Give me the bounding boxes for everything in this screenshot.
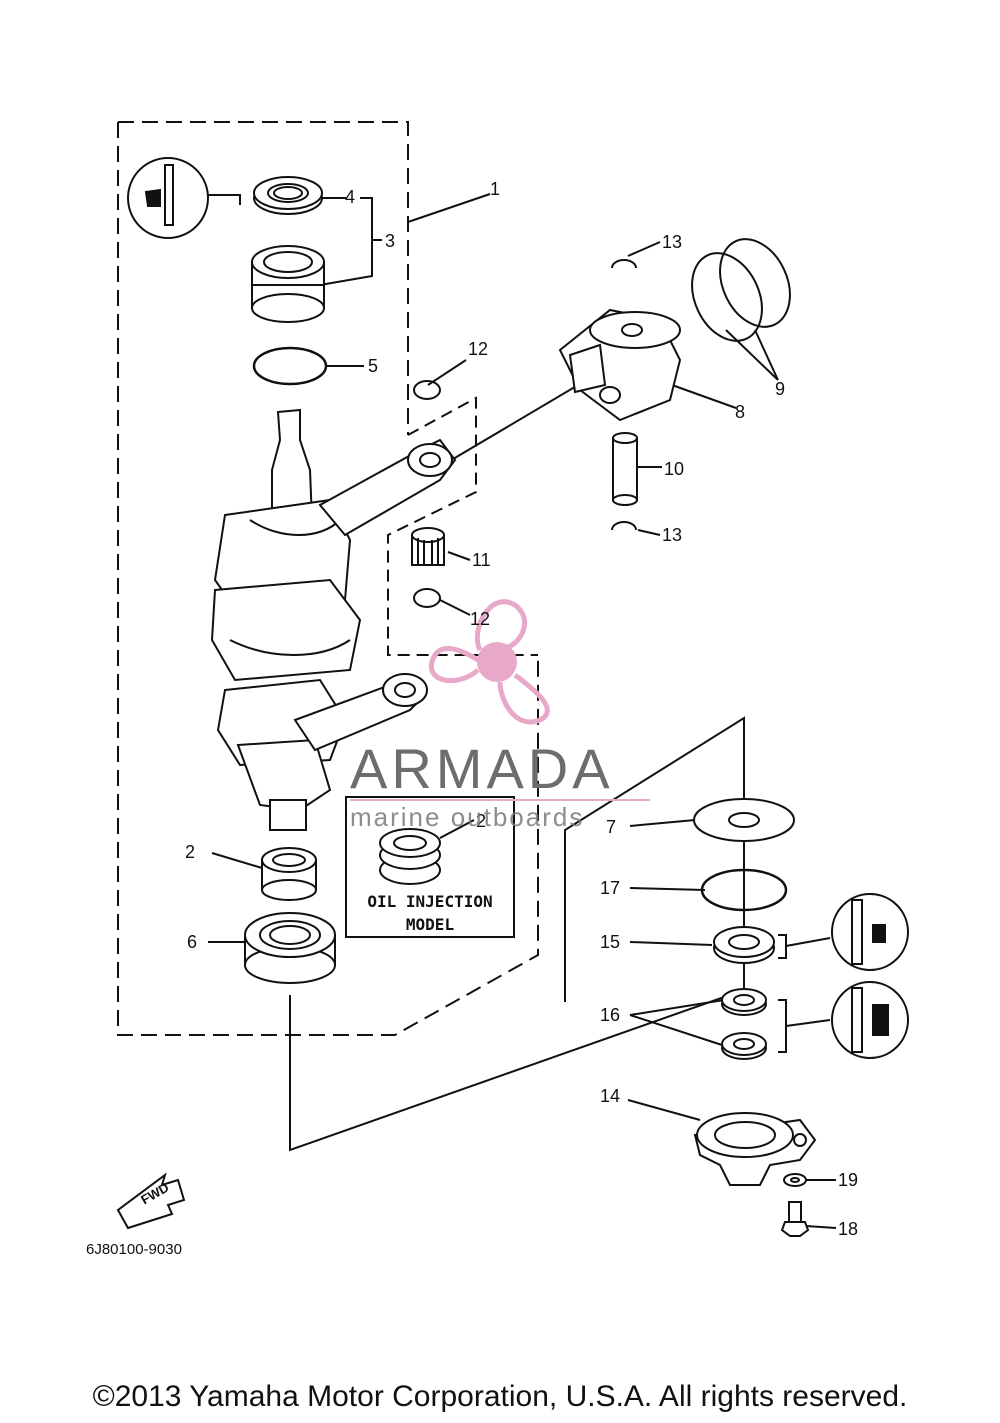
oil-injection-line2: MODEL bbox=[405, 915, 455, 934]
piston-8 bbox=[558, 308, 682, 422]
circlip-13b bbox=[611, 521, 637, 531]
oil-seals-16 bbox=[721, 988, 767, 1060]
callout-12-bottom: 12 bbox=[470, 609, 491, 629]
assembly-dashed-outline bbox=[117, 121, 539, 1036]
connecting-rod bbox=[293, 438, 457, 752]
sealant-detail-circle-16 bbox=[831, 981, 909, 1059]
needle-bearing-11 bbox=[411, 527, 445, 566]
o-ring-17 bbox=[700, 868, 788, 912]
oil-seal-2-injection bbox=[379, 828, 441, 885]
circlip-13a bbox=[611, 259, 637, 269]
washer-19 bbox=[783, 1173, 807, 1187]
callout-7: 7 bbox=[606, 817, 617, 837]
piston-rings-9 bbox=[691, 238, 791, 342]
callout-9: 9 bbox=[775, 379, 786, 399]
callout-17: 17 bbox=[600, 878, 621, 898]
thrust-washer-12a bbox=[413, 380, 441, 400]
copyright-notice: ©2013 Yamaha Motor Corporation, U.S.A. A… bbox=[92, 1380, 908, 1413]
callout-10: 10 bbox=[664, 459, 685, 479]
callout-4: 4 bbox=[345, 187, 356, 207]
oil-injection-line1: OIL INJECTION bbox=[367, 892, 493, 911]
callout-14: 14 bbox=[600, 1086, 621, 1106]
bolt-18 bbox=[780, 1201, 810, 1237]
model-code: 6J80100-9030 bbox=[86, 1241, 182, 1258]
oil-injection-label: OIL INJECTION MODEL bbox=[346, 890, 514, 936]
callout-16: 16 bbox=[600, 1005, 621, 1025]
callout-19: 19 bbox=[838, 1170, 859, 1190]
watermark-tagline: marine outboards bbox=[350, 802, 585, 832]
armada-propeller-logo bbox=[350, 599, 650, 801]
bearing-3 bbox=[251, 245, 325, 323]
rod-dashed-outline bbox=[387, 396, 538, 656]
thrust-washer-12b bbox=[413, 588, 441, 608]
callout-13-bottom: 13 bbox=[662, 525, 683, 545]
piston-pin-10 bbox=[612, 432, 638, 506]
callout-15: 15 bbox=[600, 932, 621, 952]
sealant-detail-circle-15 bbox=[831, 893, 909, 971]
fwd-arrow bbox=[116, 1172, 186, 1230]
callout-11: 11 bbox=[472, 550, 491, 570]
oil-injection-box bbox=[345, 796, 515, 938]
callout-6: 6 bbox=[187, 932, 198, 952]
sealant-detail-circle bbox=[127, 157, 241, 239]
o-ring-5 bbox=[252, 346, 328, 386]
plate-7 bbox=[693, 798, 795, 842]
housing-14 bbox=[693, 1112, 817, 1186]
callout-2: 2 bbox=[185, 842, 196, 862]
callout-3: 3 bbox=[385, 231, 396, 251]
callout-1: 1 bbox=[490, 179, 501, 199]
callout-13-top: 13 bbox=[662, 232, 683, 252]
bearing-6 bbox=[244, 912, 336, 984]
oil-seal-4 bbox=[253, 176, 323, 215]
watermark-brand: ARMADA bbox=[350, 737, 614, 800]
oil-seal-2 bbox=[261, 847, 317, 901]
callout-18: 18 bbox=[838, 1219, 859, 1239]
callout-8: 8 bbox=[735, 402, 746, 422]
callout-2-injection: 2 bbox=[476, 811, 487, 831]
callout-12-top: 12 bbox=[468, 339, 489, 359]
crankshaft bbox=[210, 408, 362, 831]
oil-seal-15 bbox=[713, 926, 775, 964]
callout-5: 5 bbox=[368, 356, 379, 376]
